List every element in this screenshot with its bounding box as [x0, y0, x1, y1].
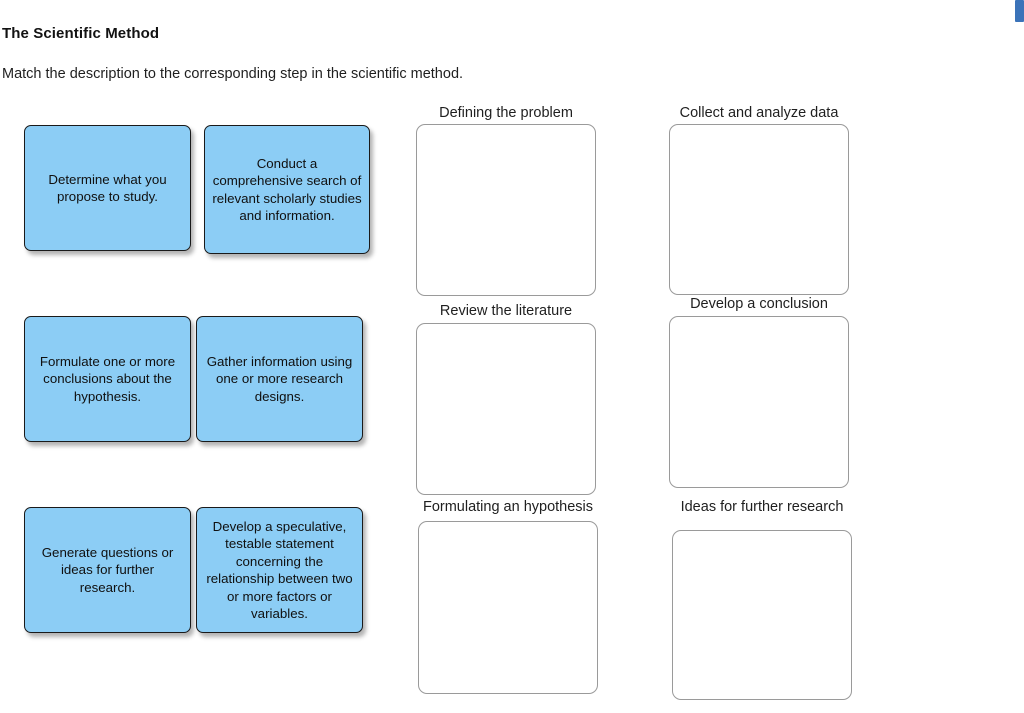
- drop-ideas-for-further-research[interactable]: [672, 530, 852, 700]
- drop-develop-a-conclusion[interactable]: [669, 316, 849, 488]
- drop-formulating-an-hypothesis[interactable]: [418, 521, 598, 694]
- card-gather-information[interactable]: Gather information using one or more res…: [196, 316, 363, 442]
- vertical-scrollbar-track[interactable]: [1015, 0, 1024, 713]
- card-label: Conduct a comprehensive search of releva…: [212, 155, 362, 224]
- card-generate-questions[interactable]: Generate questions or ideas for further …: [24, 507, 191, 633]
- card-label: Gather information using one or more res…: [206, 353, 353, 404]
- drop-review-the-literature-label: Review the literature: [439, 303, 573, 319]
- card-develop-hypothesis[interactable]: Develop a speculative, testable statemen…: [196, 507, 363, 633]
- page-title: The Scientific Method: [2, 25, 160, 42]
- card-label: Determine what you propose to study.: [48, 171, 167, 205]
- drop-review-the-literature[interactable]: [416, 323, 596, 495]
- drop-collect-and-analyze-data[interactable]: [669, 124, 849, 295]
- card-formulate-conclusions[interactable]: Formulate one or more conclusions about …: [24, 316, 191, 442]
- drop-develop-a-conclusion-label: Develop a conclusion: [690, 296, 828, 312]
- drop-collect-and-analyze-data-label: Collect and analyze data: [679, 105, 839, 121]
- card-label: Formulate one or more conclusions about …: [39, 353, 176, 404]
- vertical-scrollbar-thumb[interactable]: [1015, 0, 1024, 22]
- instructions-text: Match the description to the correspondi…: [2, 66, 464, 82]
- card-determine-study[interactable]: Determine what you propose to study.: [24, 125, 191, 251]
- drop-formulating-an-hypothesis-label: Formulating an hypothesis: [422, 499, 594, 515]
- card-label: Develop a speculative, testable statemen…: [206, 518, 353, 622]
- card-label: Generate questions or ideas for further …: [41, 544, 174, 595]
- card-comprehensive-search[interactable]: Conduct a comprehensive search of releva…: [204, 125, 370, 254]
- drop-defining-the-problem-label: Defining the problem: [439, 105, 573, 121]
- drop-ideas-for-further-research-label: Ideas for further research: [680, 499, 844, 515]
- drop-defining-the-problem[interactable]: [416, 124, 596, 296]
